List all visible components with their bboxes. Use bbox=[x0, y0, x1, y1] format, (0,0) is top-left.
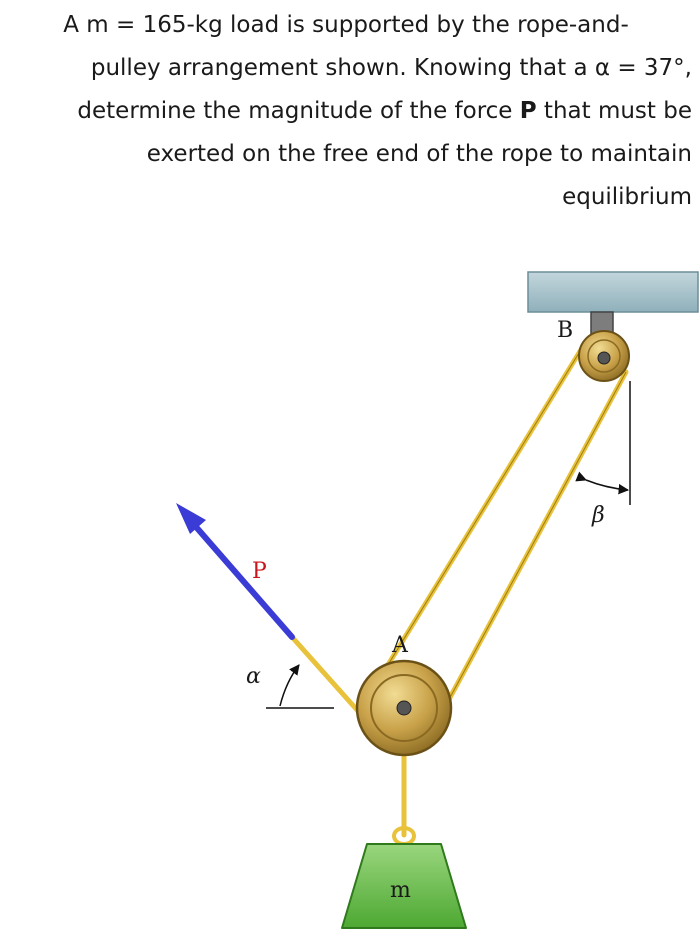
problem-line-3-start: determine the magnitude of the force bbox=[77, 98, 520, 124]
label-alpha: α bbox=[246, 664, 261, 689]
force-symbol-bold: P bbox=[519, 98, 537, 124]
problem-line-3-end: that must be bbox=[536, 98, 692, 124]
problem-line-4: exerted on the free end of the rope to m… bbox=[146, 141, 692, 167]
problem-line-2: pulley arrangement shown. Knowing that a… bbox=[90, 55, 692, 81]
rope bbox=[289, 345, 629, 838]
beta-arc bbox=[575, 471, 630, 495]
label-beta: β bbox=[591, 503, 605, 528]
label-mass: m bbox=[390, 878, 411, 903]
rope-free-end bbox=[289, 634, 369, 723]
problem-line-5: equilibrium bbox=[562, 184, 692, 210]
label-b: B bbox=[557, 318, 573, 343]
alpha-arc bbox=[279, 664, 300, 707]
ceiling-support bbox=[527, 271, 699, 313]
problem-line-3: determine the magnitude of the force P t… bbox=[0, 90, 692, 133]
pulley-b-axle bbox=[597, 351, 611, 365]
mass-block bbox=[341, 843, 467, 929]
label-a: A bbox=[391, 633, 409, 658]
force-p-arrowhead bbox=[176, 503, 206, 534]
force-p-arrow bbox=[187, 517, 295, 640]
problem-line-1: A m = 165-kg load is supported by the ro… bbox=[63, 12, 629, 38]
problem-statement: A m = 165-kg load is supported by the ro… bbox=[0, 4, 692, 219]
label-p: P bbox=[252, 559, 267, 584]
pulley-a-axle bbox=[396, 700, 412, 716]
